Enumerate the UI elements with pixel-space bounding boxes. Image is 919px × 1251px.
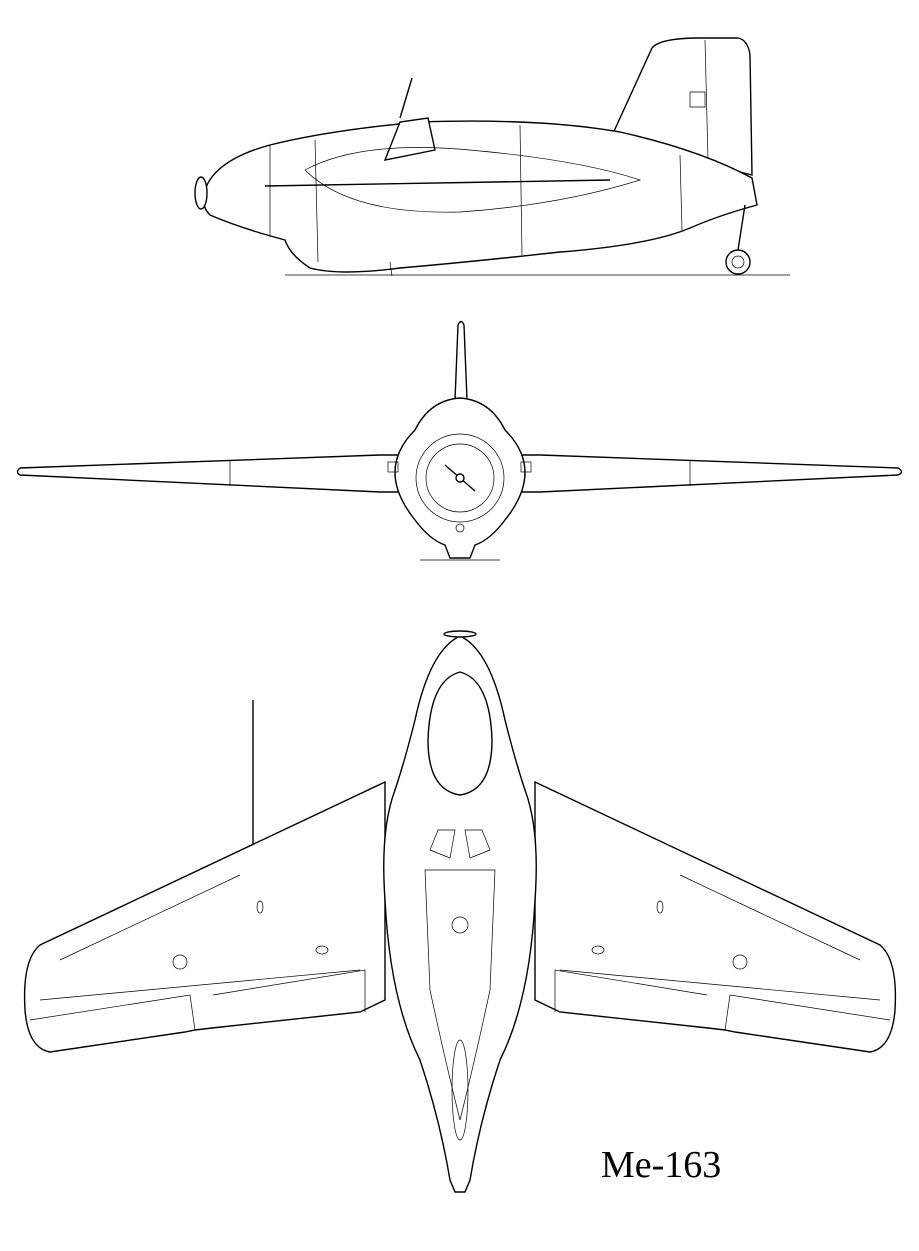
front-view [16, 320, 903, 561]
propeller-top [443, 630, 477, 638]
tail-wheel [725, 249, 751, 275]
intake-disc [415, 433, 505, 523]
propeller [194, 176, 208, 210]
fin-front [454, 320, 468, 401]
aircraft-label: Me-163 [601, 1144, 722, 1186]
antenna-mast [399, 77, 413, 119]
side-view [194, 37, 790, 277]
wing-right [534, 780, 897, 1053]
cannon [264, 179, 611, 187]
fuselage-side [202, 120, 758, 273]
fuselage-top [383, 635, 537, 1193]
tail-skid [451, 1039, 469, 1141]
wing-left [23, 780, 386, 1053]
canopy [383, 117, 436, 161]
canopy-top [427, 671, 493, 796]
top-view [23, 630, 897, 1193]
